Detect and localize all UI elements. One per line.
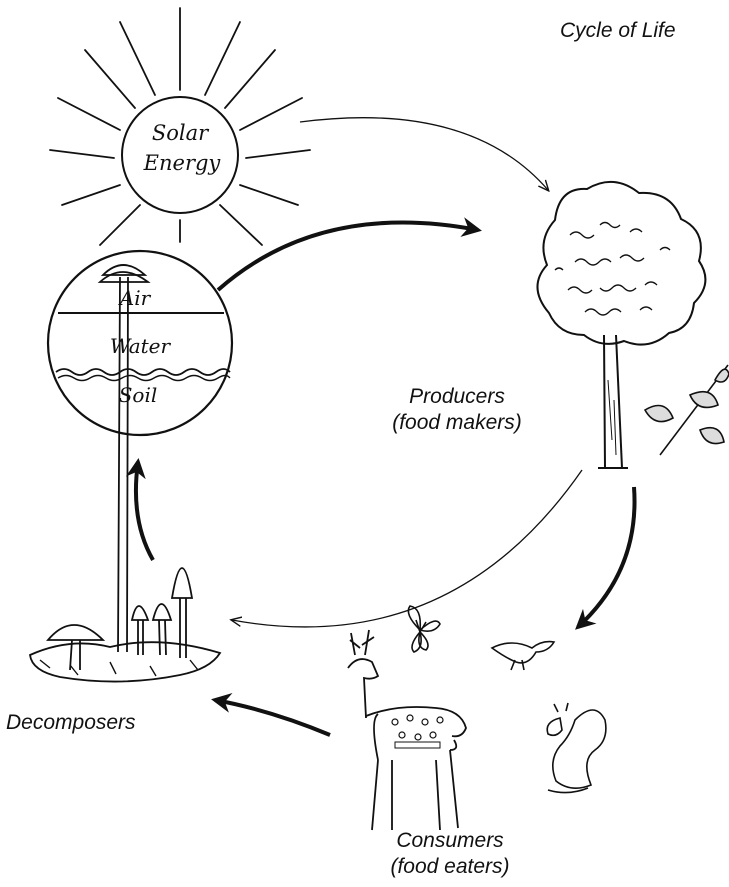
producers-label: Producers (food makers): [362, 384, 552, 436]
arrow-tree-to-consumers: [578, 487, 635, 627]
producers-label-line1: Producers: [362, 384, 552, 410]
globe-soil-label: Soil: [119, 383, 158, 407]
bird-icon: [492, 642, 554, 670]
mushrooms-icon: [30, 265, 220, 682]
leaf-branch-icon: [645, 365, 729, 455]
globe-air-label: Air: [118, 286, 152, 310]
butterfly-icon: [408, 606, 440, 652]
deer-icon: [348, 630, 466, 830]
globe-icon: Air Water Soil: [48, 251, 232, 435]
arrow-tree-to-decomposers: [232, 470, 582, 627]
consumers-label-line1: Consumers: [355, 828, 545, 854]
sun-label-line1: Solar: [152, 121, 210, 145]
sun-icon: Solar Energy: [50, 8, 310, 245]
sun-label-line2: Energy: [143, 151, 222, 175]
producers-label-line2: (food makers): [362, 410, 552, 436]
diagram-title: Cycle of Life: [560, 18, 676, 44]
tree-icon: [537, 182, 705, 468]
consumers-label-line2: (food eaters): [355, 854, 545, 880]
consumers-label: Consumers (food eaters): [355, 828, 545, 880]
arrow-sun-to-tree: [300, 118, 548, 190]
arrow-decomposers-to-globe: [136, 462, 153, 560]
squirrel-icon: [547, 703, 606, 793]
arrow-consumers-to-decomposers: [215, 700, 330, 735]
arrow-globe-to-tree: [218, 223, 478, 291]
decomposers-label: Decomposers: [6, 710, 136, 736]
